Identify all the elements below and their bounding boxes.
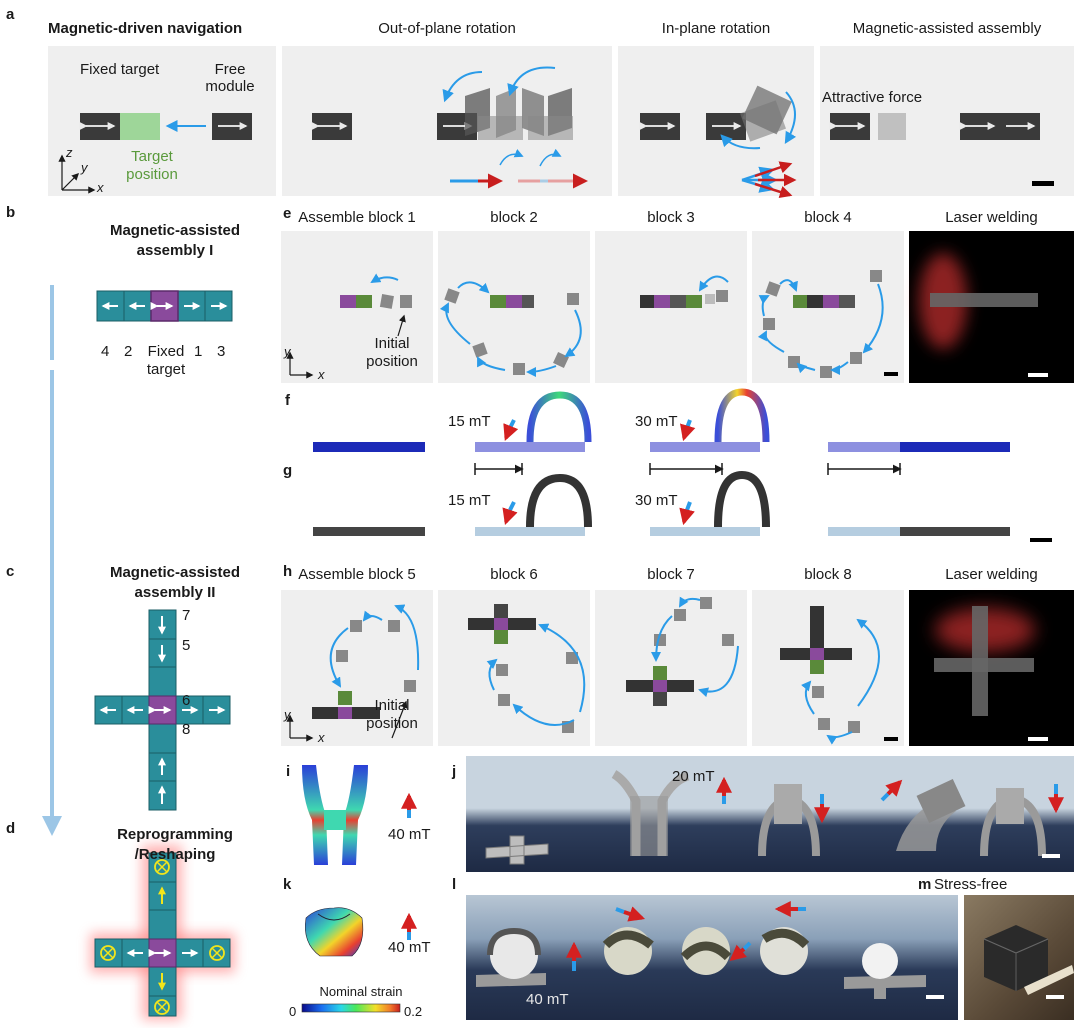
panel-h-title-8: block 8 [804, 566, 852, 583]
panel-label-g: g [283, 462, 293, 479]
field-g-30mt: 30 mT [635, 492, 678, 509]
panel-a-title-out-of-plane: Out-of-plane rotation [378, 20, 516, 37]
scale-bar-e [884, 372, 898, 376]
panel-label-k: k [283, 876, 292, 893]
panel-label-i: i [286, 763, 291, 780]
order-label-6: 6 [182, 692, 191, 709]
panel-e-initial-position: Initial position [366, 335, 418, 370]
panel-j-photo: 20 mT [466, 756, 1074, 872]
panel-label-b: b [6, 204, 16, 221]
panel-a-title-navigation: Magnetic-driven navigation [48, 20, 243, 37]
strain-title: Nominal strain [319, 984, 403, 999]
fixed-target-label: Fixed target [80, 61, 160, 78]
free-module-label: Free module [205, 61, 255, 95]
order-label-8: 8 [182, 721, 191, 738]
panel-h-drawing [286, 596, 1048, 745]
panel-h-box-6 [438, 590, 590, 746]
field-l-40mt: 40 mT [526, 991, 569, 1008]
axis-y-label: y [81, 160, 88, 175]
panel-m-photo [964, 895, 1074, 1020]
field-f-15mt: 15 mT [448, 413, 491, 430]
panel-h-title-5: Assemble block 5 [298, 566, 416, 583]
panel-h-title-7: block 7 [647, 566, 695, 583]
panel-e-title-4: block 4 [804, 209, 852, 226]
panel-l-photo: 40 mT [466, 895, 958, 1020]
panel-h-title-6: block 6 [490, 566, 538, 583]
scale-bar-h [884, 737, 898, 741]
field-g-15mt: 15 mT [448, 492, 491, 509]
panel-label-c: c [6, 563, 15, 580]
panel-label-d: d [6, 820, 16, 837]
panel-k-drawing [301, 907, 417, 1013]
panel-h-axis-x: x [318, 730, 325, 745]
panel-d-title: Reprogramming /Reshaping [117, 826, 233, 863]
panel-e-title-5: Laser welding [945, 209, 1038, 226]
panel-label-a: a [6, 6, 15, 23]
order-label-fixed-target: Fixed target [146, 343, 186, 378]
axis-x-label: x [97, 180, 104, 195]
panel-a-title-assembly: Magnetic-assisted assembly [852, 20, 1042, 37]
panel-h-axis-y: y [284, 707, 291, 722]
order-label-1: 1 [194, 343, 203, 360]
field-i-40mt: 40 mT [388, 826, 431, 843]
field-j-20mt: 20 mT [672, 768, 715, 785]
axis-z-label: z [66, 145, 73, 160]
target-position-label: Target position [126, 148, 178, 183]
panel-a-title-in-plane: In-plane rotation [661, 20, 771, 37]
strain-max: 0.2 [404, 1004, 423, 1019]
order-label-2: 2 [124, 343, 133, 360]
strain-min: 0 [289, 1004, 297, 1019]
order-label-3: 3 [217, 343, 226, 360]
panel-b-title: Magnetic-assisted assembly I [109, 222, 241, 259]
panel-e-title-2: block 2 [490, 209, 538, 226]
panel-e-title-3: block 3 [647, 209, 695, 226]
panel-e-drawing [286, 253, 1048, 379]
panel-fg-drawing [313, 388, 1052, 542]
panel-b-drawing [50, 285, 233, 360]
panel-e-axis-x: x [318, 367, 325, 382]
panel-a-drawing [58, 66, 1054, 198]
panel-c-d-drawing [42, 370, 235, 1020]
field-k-40mt: 40 mT [388, 939, 431, 956]
attractive-force-label: Attractive force [822, 89, 923, 106]
scale-bar-a [1032, 181, 1054, 186]
panel-label-j: j [452, 763, 457, 780]
order-label-5: 5 [182, 637, 191, 654]
panel-label-l: l [452, 876, 457, 893]
order-label-7: 7 [182, 607, 191, 624]
panel-m-title: Stress-free [934, 876, 1008, 893]
panel-e-axis-y: y [284, 344, 291, 359]
field-f-30mt: 30 mT [635, 413, 678, 430]
panel-label-h: h [283, 563, 293, 580]
strain-colorbar [301, 1003, 401, 1013]
panel-i-drawing [302, 765, 417, 865]
panel-h-title-laser: Laser welding [945, 566, 1038, 583]
panel-label-f: f [285, 392, 290, 409]
panel-label-m: m [918, 876, 932, 893]
order-label-4: 4 [101, 343, 110, 360]
panel-e-title-1: Assemble block 1 [298, 209, 416, 226]
panel-label-e: e [283, 205, 292, 222]
panel-c-title: Magnetic-assisted assembly II [109, 564, 241, 601]
target-position-module [120, 113, 160, 140]
scale-bar-g [1030, 538, 1052, 542]
panel-h-initial-position: Initial position [366, 697, 418, 732]
